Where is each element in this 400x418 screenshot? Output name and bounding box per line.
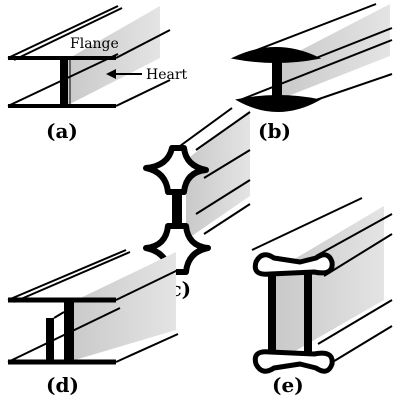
panel-d: (d) xyxy=(7,249,179,397)
panel-a: Flange Heart (a) xyxy=(7,5,188,143)
flange-annotation: Flange xyxy=(70,36,119,52)
profile-e-drawing xyxy=(251,197,393,374)
panel-label-b: (b) xyxy=(258,119,291,143)
panel-b: (b) xyxy=(230,3,393,143)
profile-b-drawing xyxy=(230,3,393,112)
heart-annotation: Heart xyxy=(146,67,188,83)
profile-c-drawing xyxy=(143,107,251,275)
profile-d-drawing xyxy=(7,249,179,365)
arrow-icon xyxy=(106,69,142,79)
panel-label-d: (d) xyxy=(46,373,79,397)
panel-label-e: (e) xyxy=(272,373,304,397)
panel-e: (e) xyxy=(251,197,393,397)
panel-label-a: (a) xyxy=(46,119,78,143)
profile-a-drawing xyxy=(7,5,171,108)
